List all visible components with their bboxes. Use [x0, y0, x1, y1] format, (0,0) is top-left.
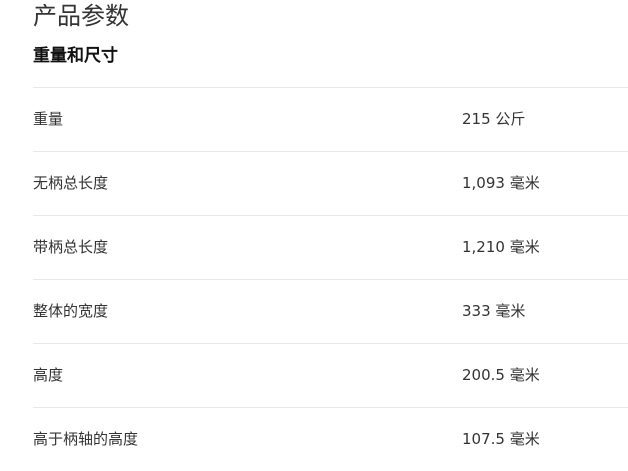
spec-label: 带柄总长度	[33, 238, 109, 256]
spec-table: 重量 215 公斤 无柄总长度 1,093 毫米 带柄总长度 1,210 毫米 …	[33, 87, 628, 471]
spec-label: 高度	[33, 366, 64, 384]
spec-label: 无柄总长度	[33, 174, 109, 192]
spec-value: 200.5 毫米	[462, 366, 540, 384]
spec-label: 重量	[33, 110, 64, 128]
section-title: 重量和尺寸	[33, 46, 118, 66]
spec-label: 整体的宽度	[33, 302, 109, 320]
spec-value: 107.5 毫米	[462, 430, 540, 448]
spec-row: 整体的宽度 333 毫米	[33, 279, 628, 343]
spec-value: 333 毫米	[462, 302, 526, 320]
spec-row: 无柄总长度 1,093 毫米	[33, 151, 628, 215]
spec-value: 1,093 毫米	[462, 174, 540, 192]
spec-row: 高于柄轴的高度 107.5 毫米	[33, 407, 628, 471]
spec-row: 高度 200.5 毫米	[33, 343, 628, 407]
spec-row: 带柄总长度 1,210 毫米	[33, 215, 628, 279]
page-title: 产品参数	[33, 2, 129, 30]
spec-value: 1,210 毫米	[462, 238, 540, 256]
spec-row: 重量 215 公斤	[33, 87, 628, 151]
spec-label: 高于柄轴的高度	[33, 430, 139, 448]
spec-value: 215 公斤	[462, 110, 526, 128]
